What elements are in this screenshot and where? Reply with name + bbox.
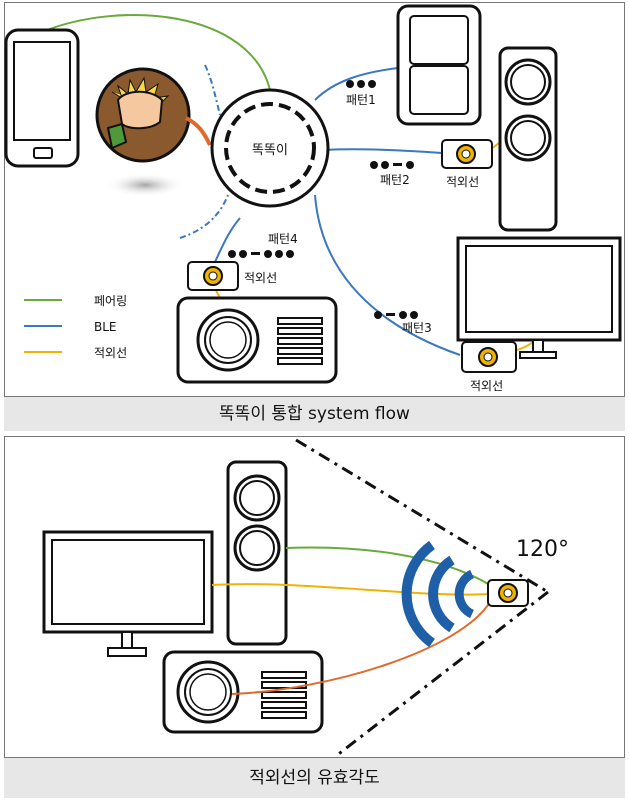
hub-device xyxy=(210,88,330,208)
smartphone-icon xyxy=(4,28,80,168)
ir-module-icon xyxy=(187,261,239,291)
ir-module-icon xyxy=(487,579,529,607)
ir-angle-frame xyxy=(4,436,625,758)
ir-wave-icon xyxy=(401,540,475,648)
ir-angle-panel xyxy=(42,438,549,758)
wall-switch-icon xyxy=(396,4,482,126)
projector-icon xyxy=(162,650,324,734)
caption-ir-angle: 적외선의 유효각도 xyxy=(4,758,625,798)
ir-label: 적외선 xyxy=(244,271,277,285)
ir-module-icon xyxy=(441,139,493,169)
speaker-icon xyxy=(226,460,288,646)
legend-label-ble: BLE xyxy=(94,320,117,334)
tv-icon xyxy=(456,236,622,359)
ir-label: 적외선 xyxy=(470,379,503,393)
pairing-line xyxy=(41,14,271,91)
signal-line-orange xyxy=(231,601,491,695)
pattern-label-2: 패턴2 xyxy=(380,173,410,187)
legend xyxy=(24,299,62,353)
pattern-dots xyxy=(228,80,418,319)
pattern-label-1: 패턴1 xyxy=(346,93,376,107)
ir-label: 적외선 xyxy=(446,175,479,189)
pattern-label-3: 패턴3 xyxy=(402,321,432,335)
ir-module-icon xyxy=(461,341,517,373)
speaker-icon xyxy=(498,46,558,232)
hub-label: 똑똑이 xyxy=(252,143,288,158)
caption-system-flow: 똑똑이 통합 system flow xyxy=(4,397,625,431)
legend-label-pairing: 페어링 xyxy=(94,294,127,308)
knock-hand-icon xyxy=(95,67,212,197)
angle-label: 120° xyxy=(516,537,569,562)
projector-icon xyxy=(176,296,338,384)
pattern-label-4: 패턴4 xyxy=(268,232,298,246)
legend-label-ir: 적외선 xyxy=(94,346,127,360)
tv-icon xyxy=(42,530,214,657)
ble-lines xyxy=(179,64,461,356)
